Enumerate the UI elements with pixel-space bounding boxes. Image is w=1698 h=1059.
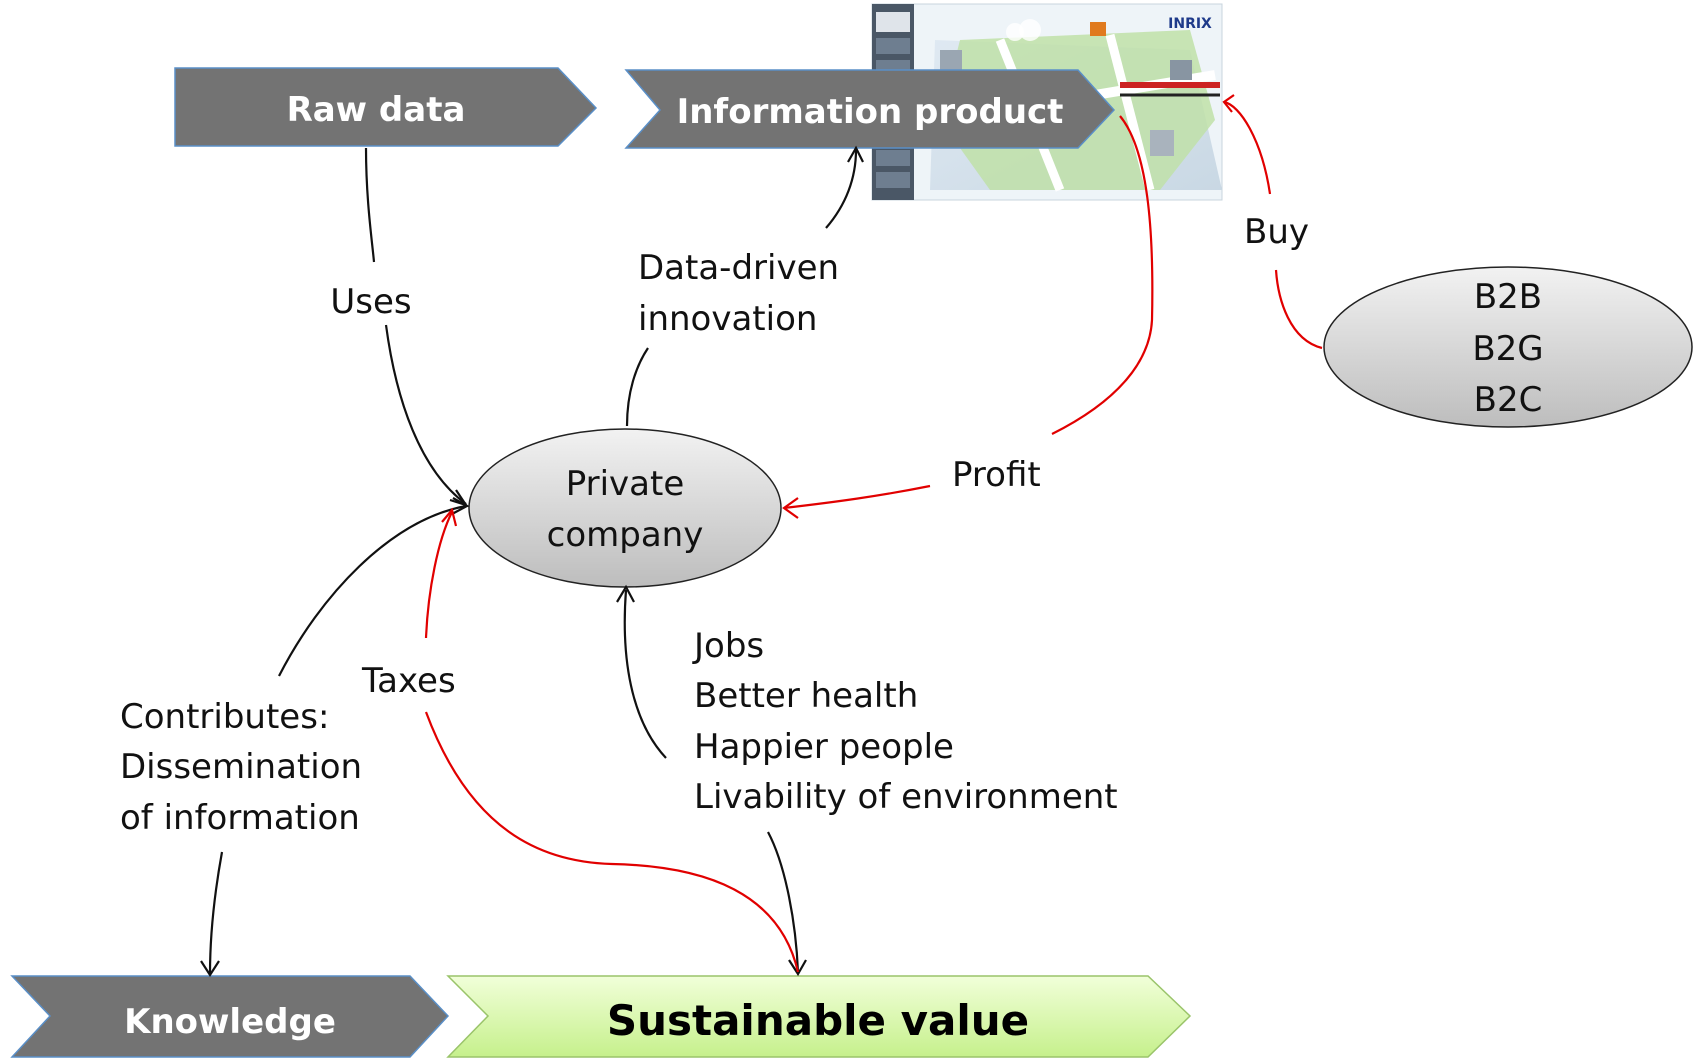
profit-arrow [782, 115, 1154, 519]
raw-data-label: Raw data [287, 90, 466, 130]
contributes-arrow [278, 497, 470, 677]
benefits-arrow [616, 584, 667, 759]
benefit-jobs: Jobs [692, 626, 764, 666]
innovation-label-line-1: Data-driven [638, 248, 839, 288]
buy-arrow [1222, 94, 1323, 350]
knowledge-label: Knowledge [124, 1002, 336, 1042]
contributes-line-2: Dissemination [120, 747, 362, 787]
knowledge-chevron: Knowledge [10, 975, 450, 1058]
customer-b2b: B2B [1474, 277, 1542, 317]
benefit-livability: Livability of environment [694, 777, 1118, 817]
private-company-line-2: company [547, 515, 704, 555]
customer-b2c: B2C [1474, 380, 1543, 420]
sustainable-value-chevron: Sustainable value [446, 975, 1192, 1058]
sustainable-value-label: Sustainable value [607, 996, 1029, 1045]
private-company-ellipse: Private company [468, 428, 782, 588]
livability-to-value-arrow [767, 831, 807, 977]
uses-label: Uses [330, 282, 411, 322]
innovation-arrow [625, 145, 864, 427]
profit-label: Profit [952, 455, 1041, 495]
customers-ellipse: B2B B2G B2C [1323, 266, 1693, 428]
private-company-line-1: Private [566, 464, 685, 504]
taxes-arrow [424, 507, 800, 973]
raw-data-chevron: Raw data [174, 67, 598, 147]
information-product-label: Information product [677, 92, 1064, 132]
innovation-label-line-2: innovation [638, 299, 817, 339]
dissemination-to-knowledge-arrow [200, 851, 224, 978]
inrix-logo: INRIX [1168, 16, 1212, 32]
contributes-line-3: of information [120, 798, 360, 838]
benefit-better-health: Better health [694, 676, 918, 716]
information-product-chevron: Information product [624, 69, 1116, 149]
contributes-line-1: Contributes: [120, 697, 329, 737]
taxes-label: Taxes [361, 661, 456, 701]
benefit-happier-people: Happier people [694, 727, 954, 767]
buy-label: Buy [1244, 212, 1309, 252]
uses-arrow [364, 147, 469, 507]
customer-b2g: B2G [1472, 329, 1543, 369]
